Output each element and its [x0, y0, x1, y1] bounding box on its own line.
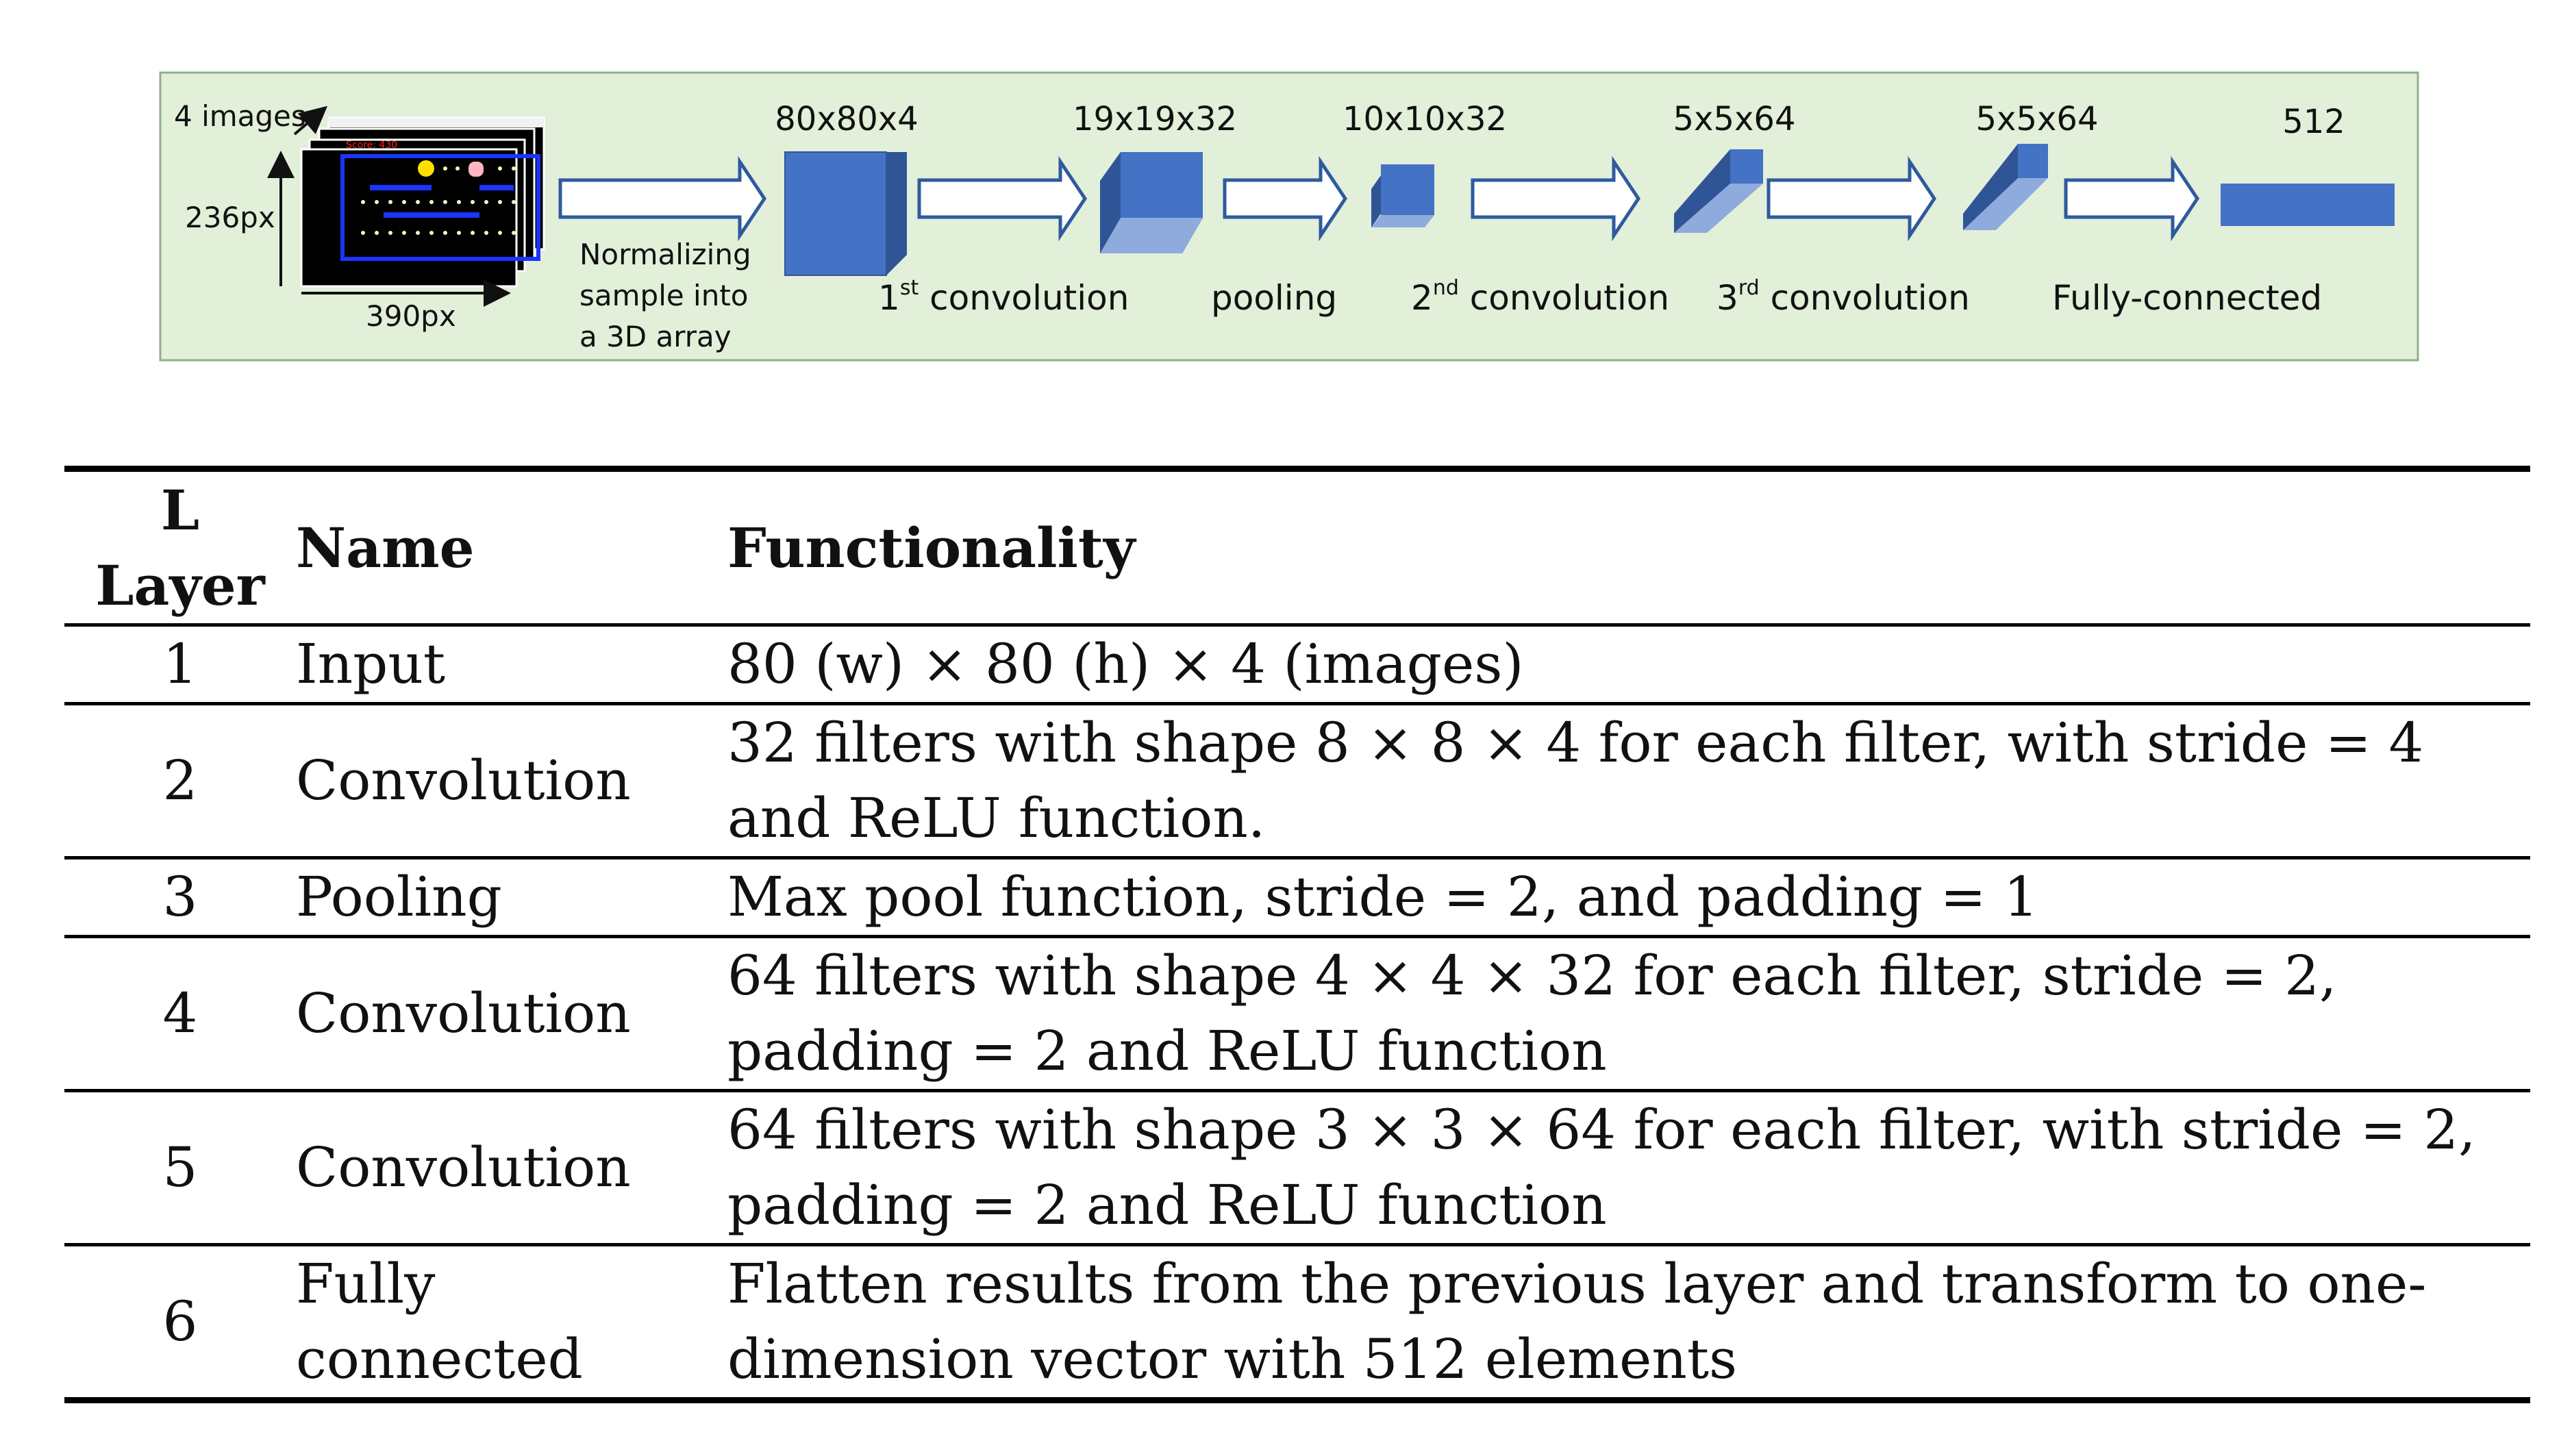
input-width-label: 390px	[366, 299, 456, 333]
input-frames-stack	[300, 116, 545, 288]
arrow-2	[1223, 155, 1348, 242]
stage-label-conv3: 3rd convolution	[1716, 276, 1970, 318]
cell-name: Fully connected	[296, 1252, 583, 1391]
dim-label-3: 10x10x32	[1343, 100, 1507, 138]
header-name: Name	[296, 515, 475, 580]
arrow-1	[917, 155, 1088, 242]
arrow-3	[1471, 155, 1641, 242]
cell-functionality: Max pool function, stride = 2, and paddi…	[727, 865, 2038, 929]
cell-layer: 4	[162, 981, 198, 1045]
normalize-label-line-2: sample into	[579, 279, 749, 312]
ghost-icon	[469, 162, 484, 177]
normalize-arrow	[558, 155, 767, 242]
dim-label-1: 80x80x4	[775, 100, 919, 138]
cell-layer: 1	[162, 632, 198, 696]
input-count-label: 4 images	[174, 99, 306, 133]
fc-vector-block	[2221, 184, 2395, 226]
stage-label-conv1: 1st convolution	[878, 276, 1129, 318]
input-volume-block	[784, 151, 907, 276]
cell-functionality: 32 filters with shape 8 × 8 × 4 for each…	[727, 711, 2424, 850]
cell-functionality: 64 filters with shape 3 × 3 × 64 for eac…	[727, 1098, 2476, 1237]
table-row: 5 Convolution 64 filters with shape 3 × …	[64, 1091, 2530, 1245]
cell-name: Input	[296, 632, 446, 696]
cell-layer: 2	[162, 749, 198, 812]
table-row: 6 Fully connected Flatten results from t…	[64, 1245, 2530, 1401]
cell-functionality: 80 (w) × 80 (h) × 4 (images)	[727, 632, 1524, 696]
dim-label-2: 19x19x32	[1073, 100, 1237, 138]
dim-label-4: 5x5x64	[1673, 100, 1796, 138]
cell-layer: 5	[162, 1135, 198, 1199]
input-depth-arrow	[293, 105, 328, 136]
dim-label-6: 512	[2282, 103, 2345, 141]
cell-layer: 3	[162, 865, 198, 929]
pacman-icon	[418, 160, 434, 177]
stage-label-pooling: pooling	[1211, 278, 1337, 318]
game-score-text: Score: 430	[346, 140, 397, 151]
arrow-4	[1766, 155, 1937, 242]
dim-label-5: 5x5x64	[1976, 100, 2099, 138]
table-row: 1 Input 80 (w) × 80 (h) × 4 (images)	[64, 625, 2530, 704]
cell-name: Pooling	[296, 865, 502, 929]
conv1-volume-block	[1100, 152, 1203, 253]
table-row: 2 Convolution 32 filters with shape 8 × …	[64, 704, 2530, 858]
normalize-label-line-3: a 3D array	[579, 320, 732, 353]
table-row: 3 Pooling Max pool function, stride = 2,…	[64, 858, 2530, 937]
input-height-label: 236px	[185, 201, 275, 234]
conv2-volume-block	[1674, 149, 1763, 233]
arrow-5	[2064, 155, 2200, 242]
pool-volume-block	[1371, 164, 1434, 227]
cell-name: Convolution	[296, 981, 631, 1045]
conv3-volume-block	[1963, 144, 2048, 230]
stage-label-fc: Fully-connected	[2052, 278, 2322, 318]
cell-name: Convolution	[296, 1135, 631, 1199]
table-row: 4 Convolution 64 filters with shape 4 × …	[64, 937, 2530, 1091]
cell-layer: 6	[162, 1290, 198, 1353]
cell-functionality: Flatten results from the previous layer …	[727, 1252, 2427, 1391]
cnn-architecture-diagram: Score: 430 4 images 236px 390px Normaliz…	[159, 71, 2419, 362]
header-functionality: Functionality	[727, 515, 1136, 580]
cell-name: Convolution	[296, 749, 631, 812]
cell-functionality: 64 filters with shape 4 × 4 × 32 for eac…	[727, 944, 2337, 1083]
pacman-game-frame: Score: 430	[340, 140, 540, 261]
normalize-label-line-1: Normalizing	[579, 238, 751, 271]
stage-label-conv2: 2nd convolution	[1411, 276, 1669, 318]
